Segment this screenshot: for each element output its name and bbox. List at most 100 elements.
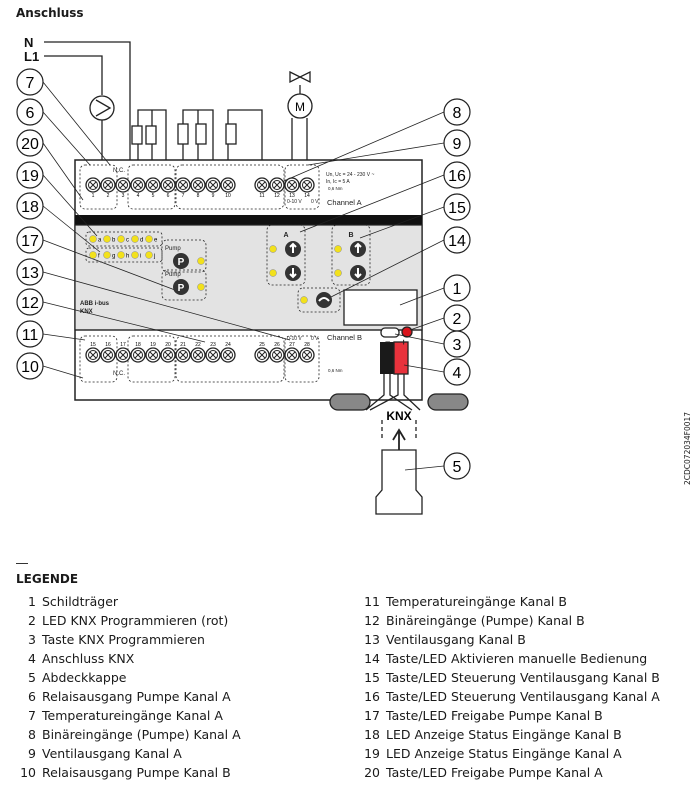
neutral-label: N: [24, 35, 33, 50]
terminal-screw[interactable]: [100, 347, 116, 363]
channel-b-label: Channel B: [327, 333, 362, 342]
terminal-number: 17: [120, 342, 126, 348]
terminal-number: 18: [135, 342, 141, 348]
terminal-screw[interactable]: [160, 347, 176, 363]
legend-heading: LEGENDE: [16, 572, 79, 586]
callout-circle: [16, 320, 44, 348]
terminal-screw[interactable]: [269, 347, 285, 363]
terminal-screw[interactable]: [190, 177, 206, 193]
terminal-number: 6: [167, 193, 170, 199]
terminal-number: 4: [137, 193, 140, 199]
callout-circle: [443, 193, 471, 221]
legend-number: 7: [28, 708, 36, 723]
knx-connector-black: [380, 342, 394, 374]
terminal-screw[interactable]: [205, 177, 221, 193]
callout-circle: [16, 129, 44, 157]
terminal-number: 28: [304, 342, 310, 348]
legend-text: Taste/LED Aktivieren manuelle Bedienung: [386, 651, 648, 666]
terminal-screw[interactable]: [190, 347, 206, 363]
terminal-screw[interactable]: [299, 347, 315, 363]
legend-number: 14: [364, 651, 380, 666]
pump-a-button[interactable]: P: [173, 253, 189, 269]
terminal-screw[interactable]: [175, 177, 191, 193]
callout-number: 9: [453, 136, 462, 153]
terminal-screw[interactable]: [254, 347, 270, 363]
callout-number: 5: [453, 459, 462, 476]
terminal-number: 12: [274, 193, 280, 199]
pump-symbol: [89, 95, 115, 121]
legend-text: Relaisausgang Pumpe Kanal B: [42, 765, 231, 780]
terminal-screw[interactable]: [220, 177, 236, 193]
callout-number: 2: [453, 311, 462, 328]
legend-text: Anschluss KNX: [42, 651, 135, 666]
terminal-screw[interactable]: [220, 347, 236, 363]
terminal-screw[interactable]: [254, 177, 270, 193]
terminal-number: 15: [90, 342, 96, 348]
terminal-screw[interactable]: [85, 347, 101, 363]
input-status-led: [145, 235, 153, 243]
terminal-screw[interactable]: [115, 347, 131, 363]
callout-number: 1: [453, 281, 462, 298]
knx-small-label: KNX: [80, 309, 93, 315]
channel-a-label: Channel A: [327, 198, 362, 207]
terminal-screw[interactable]: [130, 177, 146, 193]
legend-number: 4: [28, 651, 36, 666]
terminal-screw[interactable]: [85, 177, 101, 193]
terminal-screw[interactable]: [175, 347, 191, 363]
status-led: [197, 257, 205, 265]
input-status-led: [131, 235, 139, 243]
terminal-number: 9: [212, 193, 215, 199]
pump-b-button[interactable]: P: [173, 279, 189, 295]
terminal-number: 5: [152, 193, 155, 199]
legend-text: Relaisausgang Pumpe Kanal A: [42, 689, 231, 704]
terminal-screw[interactable]: [284, 177, 300, 193]
terminal-screw[interactable]: [100, 177, 116, 193]
terminal-screw[interactable]: [160, 177, 176, 193]
callout-circle: [16, 226, 44, 254]
terminal-screw[interactable]: [145, 177, 161, 193]
legend-item: 4 Anschluss KNX: [16, 649, 241, 668]
terminal-screw[interactable]: [205, 347, 221, 363]
input-label: g: [112, 254, 115, 260]
terminal-screw[interactable]: [299, 177, 315, 193]
callout-circle: [443, 274, 471, 302]
terminal-number: 21: [180, 342, 186, 348]
terminal-screw[interactable]: [269, 177, 285, 193]
input-status-led: [131, 251, 139, 259]
legend-number: 15: [364, 670, 380, 685]
terminal-number: 24: [225, 342, 231, 348]
terminal-number: 23: [210, 342, 216, 348]
legend-text: Temperatureingänge Kanal B: [386, 594, 567, 609]
terminal-screw[interactable]: [115, 177, 131, 193]
svg-text:P: P: [178, 283, 185, 294]
callout-circle: [16, 258, 44, 286]
motor-label: M: [295, 100, 305, 114]
callout-number: 19: [21, 168, 39, 185]
terminal-number: 19: [150, 342, 156, 348]
status-led: [300, 296, 308, 304]
terminal-screw[interactable]: [284, 347, 300, 363]
knx-prog-led: [401, 326, 413, 338]
knx-connector-red: [393, 341, 409, 375]
terminal-number: 10: [225, 193, 231, 199]
connection-diagram: 1152163174185196207218229231024112512261…: [16, 35, 471, 515]
terminal-screw[interactable]: [145, 347, 161, 363]
callout-circle: [16, 68, 44, 96]
manual-mode-button[interactable]: [316, 292, 332, 308]
callout-number: 18: [21, 199, 39, 216]
legend-item: 14 Taste/LED Aktivieren manuelle Bedienun…: [360, 649, 660, 668]
status-led: [334, 245, 342, 253]
legend-text: Ventilausgang Kanal A: [42, 746, 182, 761]
input-status-led: [103, 235, 111, 243]
callout-circle: [16, 161, 44, 189]
valve-a-label: A: [283, 232, 288, 239]
terminal-screw[interactable]: [130, 347, 146, 363]
